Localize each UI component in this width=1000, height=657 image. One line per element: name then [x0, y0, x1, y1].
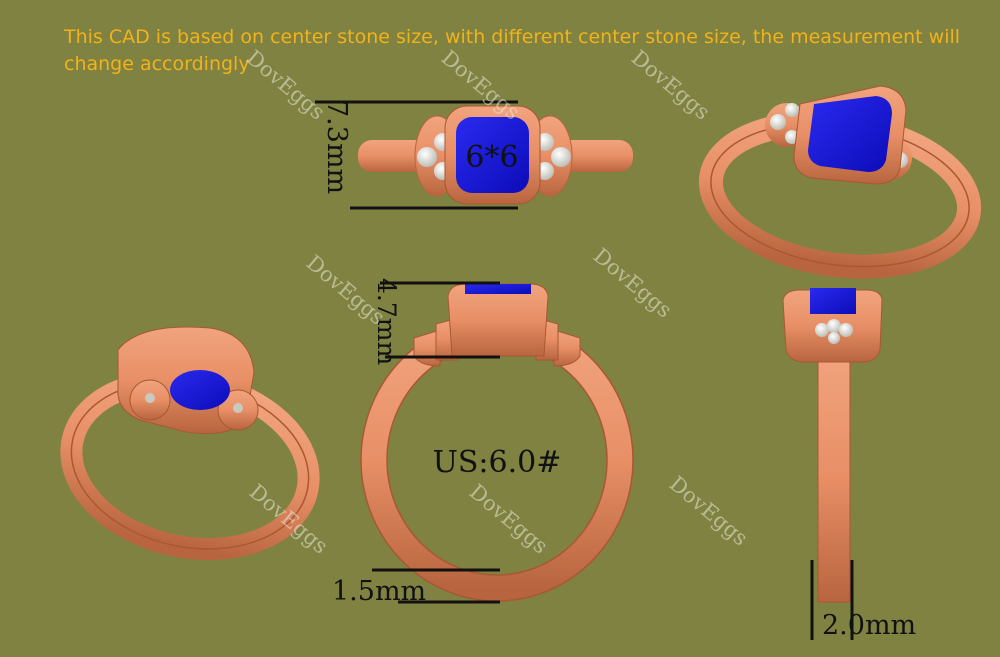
watermark-1: DovEggs [242, 45, 330, 124]
ring-perspective-view-b [60, 326, 320, 560]
center-stone-front [465, 284, 531, 294]
watermark-5: DovEggs [589, 243, 677, 322]
watermark-7: DovEggs [465, 479, 553, 558]
cad-note: This CAD is based on center stone size, … [64, 24, 994, 78]
ring-top-view: 6*6 7.3mm [315, 100, 633, 210]
head-height-label: 4.7mm [372, 278, 401, 365]
ring-size-label: US:6.0# [433, 445, 562, 480]
watermark-3: DovEggs [627, 45, 715, 124]
center-stone-perspective-a [808, 96, 892, 172]
top-height-label: 7.3mm [321, 100, 352, 194]
band-thickness-label: 1.5mm [332, 576, 426, 607]
center-stone-top [456, 117, 529, 193]
center-stone-perspective-b [170, 370, 230, 410]
band-width-label: 2.0mm [822, 610, 916, 641]
ring-perspective-view-a [698, 85, 982, 279]
watermark-8: DovEggs [665, 471, 753, 550]
center-stone-side [810, 288, 856, 314]
side-view-shank [817, 349, 851, 603]
stone-size-label: 6*6 [465, 140, 518, 175]
front-view-head [447, 283, 549, 357]
ring-front-view: US:6.0# 4.7mm 1.5mm [332, 278, 634, 607]
cad-note-line2: change accordingly [64, 53, 250, 75]
cad-note-line1: This CAD is based on center stone size, … [64, 26, 961, 48]
ring-side-view: 2.0mm [782, 288, 916, 641]
